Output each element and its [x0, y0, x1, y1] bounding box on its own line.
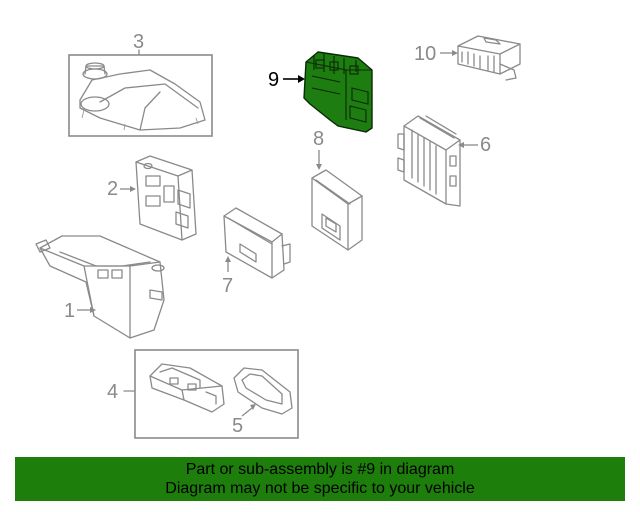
callout-10: 10 — [414, 43, 436, 65]
callout-6: 6 — [480, 134, 491, 156]
info-banner: Part or sub-assembly is #9 in diagram Di… — [15, 457, 625, 501]
callout-4: 4 — [107, 381, 118, 403]
callout-1: 1 — [64, 300, 75, 322]
banner-line-1: Part or sub-assembly is #9 in diagram — [185, 461, 455, 478]
callout-7: 7 — [222, 275, 233, 297]
part-6-ecu[interactable]: 6 — [397, 115, 491, 207]
parts-diagram: 3 9 10 6 — [35, 31, 521, 439]
part-9-control-module[interactable]: 9 — [268, 51, 373, 133]
part-5-seal[interactable]: 5 — [232, 367, 293, 437]
part-10-relay[interactable]: 10 — [414, 35, 521, 81]
part-7-module[interactable]: 7 — [222, 207, 291, 297]
callout-2: 2 — [107, 178, 118, 200]
banner-line-2: Diagram may not be specific to your vehi… — [165, 480, 475, 497]
part-4-bracket-set[interactable]: 4 — [107, 349, 299, 439]
callout-8: 8 — [313, 128, 324, 150]
callout-5: 5 — [232, 415, 243, 437]
callout-9: 9 — [268, 69, 279, 91]
part-3-fuse-box-cover[interactable]: 3 — [68, 31, 213, 137]
part-8-control-unit[interactable]: 8 — [311, 128, 363, 251]
part-2-bracket[interactable]: 2 — [107, 155, 197, 241]
part-1-fuse-box[interactable]: 1 — [35, 235, 165, 339]
callout-3: 3 — [133, 31, 144, 53]
